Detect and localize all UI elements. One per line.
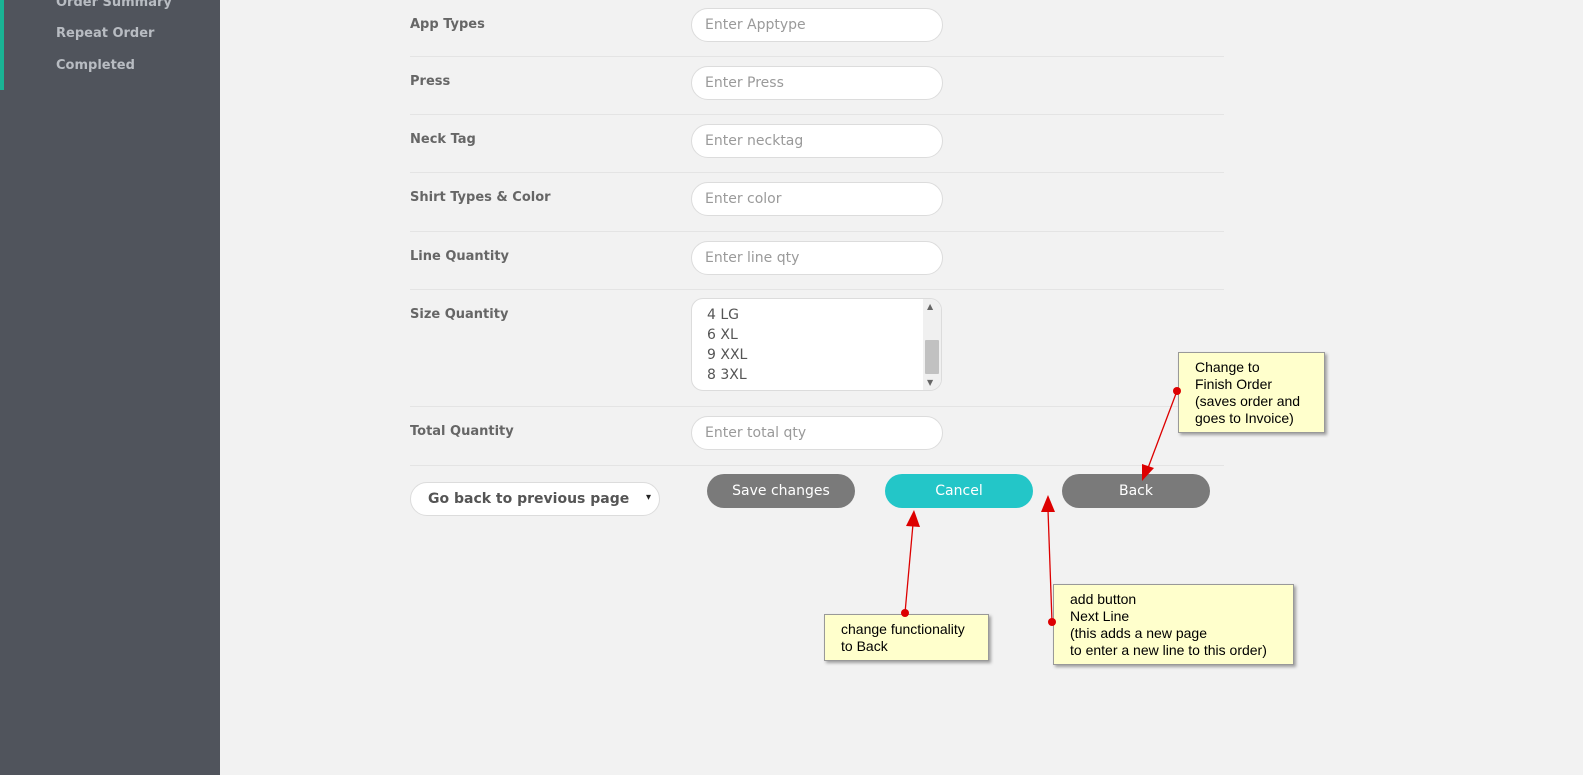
chevron-down-icon: ▾	[645, 492, 651, 503]
size-quantity-multiselect[interactable]: 4 LG 6 XL 9 XXL 8 3XL ▲ ▼	[691, 298, 942, 391]
save-changes-button[interactable]: Save changes	[707, 474, 855, 508]
annotation-line: goes to Invoice)	[1195, 410, 1294, 426]
size-option[interactable]: 6 XL	[707, 327, 738, 343]
size-list-scrollbar[interactable]: ▲ ▼	[923, 299, 941, 390]
line-quantity-label: Line Quantity	[410, 249, 510, 264]
press-input[interactable]	[691, 66, 943, 100]
line-quantity-input[interactable]	[691, 241, 943, 275]
sidebar-item-order-summary[interactable]: Order Summary	[56, 0, 172, 10]
form-row-shirt-types: Shirt Types & Color	[410, 173, 1224, 232]
annotation-line: to Back	[841, 638, 888, 654]
form-row-total-quantity: Total Quantity	[410, 407, 1224, 466]
form-row-line-quantity: Line Quantity	[410, 232, 1224, 290]
shirt-types-input[interactable]	[691, 182, 943, 216]
press-label: Press	[410, 74, 451, 89]
annotation-line: (saves order and	[1195, 393, 1301, 409]
annotation-line: change functionality	[841, 621, 965, 637]
scroll-down-icon[interactable]: ▼	[927, 378, 934, 387]
size-option[interactable]: 9 XXL	[707, 347, 748, 363]
sidebar-active-indicator	[0, 0, 4, 90]
sidebar-item-repeat-order[interactable]: Repeat Order	[56, 26, 155, 41]
go-back-select-value: Go back to previous page	[428, 491, 630, 507]
annotation-line: add button	[1070, 591, 1137, 607]
form-row-size-quantity: Size Quantity	[410, 290, 1224, 407]
scroll-up-icon[interactable]: ▲	[927, 302, 934, 311]
sidebar-item-completed[interactable]: Completed	[56, 58, 135, 73]
scroll-thumb[interactable]	[925, 340, 939, 374]
annotation-line: Finish Order	[1195, 376, 1273, 392]
size-quantity-label: Size Quantity	[410, 307, 509, 322]
annotation-line: Change to	[1195, 359, 1260, 375]
annotation-finish-order: Change to Finish Order (saves order and …	[1178, 352, 1325, 433]
annotation-line: (this adds a new page	[1070, 625, 1207, 641]
app-types-label: App Types	[410, 17, 485, 32]
app-types-input[interactable]	[691, 8, 943, 42]
total-quantity-input[interactable]	[691, 416, 943, 450]
annotation-line: Next Line	[1070, 608, 1130, 624]
cancel-button[interactable]: Cancel	[885, 474, 1033, 508]
neck-tag-input[interactable]	[691, 124, 943, 158]
neck-tag-label: Neck Tag	[410, 132, 476, 147]
total-quantity-label: Total Quantity	[410, 424, 514, 439]
annotation-cancel: change functionality to Back	[824, 614, 989, 661]
arrow-cancel	[901, 510, 920, 617]
size-option[interactable]: 8 3XL	[707, 367, 747, 383]
back-button[interactable]: Back	[1062, 474, 1210, 508]
form-row-neck-tag: Neck Tag	[410, 115, 1224, 173]
size-option[interactable]: 4 LG	[707, 307, 740, 323]
annotation-next-line: add button Next Line (this adds a new pa…	[1053, 584, 1294, 665]
go-back-select[interactable]: Go back to previous page ▾	[410, 482, 660, 516]
annotation-line: to enter a new line to this order)	[1070, 642, 1267, 658]
shirt-types-label: Shirt Types & Color	[410, 190, 551, 205]
sidebar: Order Summary Repeat Order Completed	[0, 0, 220, 775]
form-row-app-types: App Types	[410, 0, 1224, 57]
form-row-press: Press	[410, 57, 1224, 115]
